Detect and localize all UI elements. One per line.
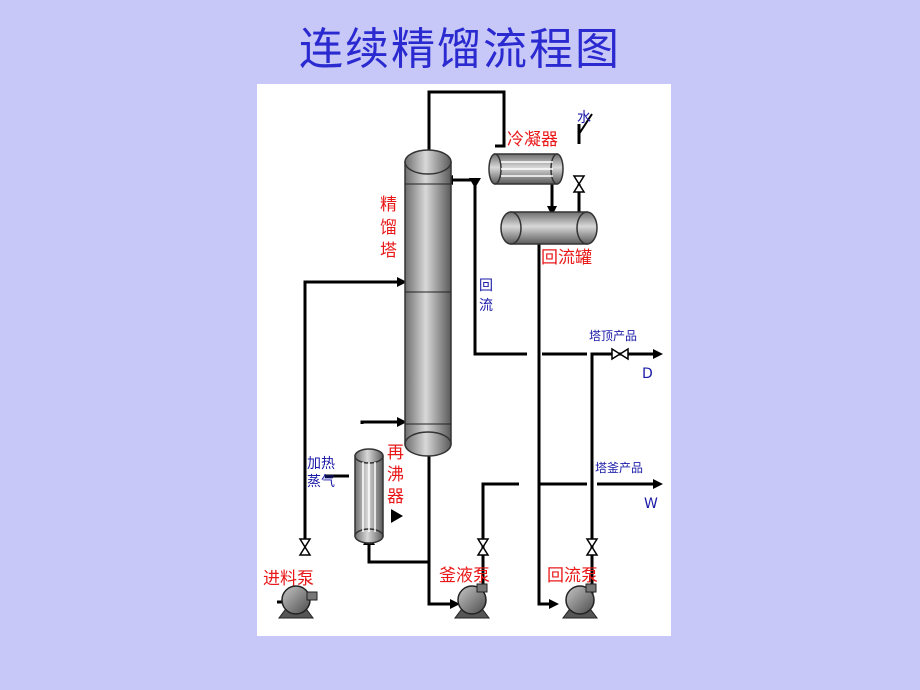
slide-title: 连续精馏流程图 [299,24,621,75]
reboiler-label-3: 器 [387,487,404,507]
process-diagram-panel: 精 馏 塔 冷凝器 回流罐 再 沸 器 进料泵 釜液泵 回流泵 水 回 流 塔顶… [257,84,671,636]
overhead-vapor-pipe [427,90,506,156]
feed-pipe [303,280,397,539]
valves [298,175,629,556]
bottom-product-label: 塔釜产品 [595,460,643,475]
water-label: 水 [577,110,591,126]
bottoms-pump-arrow [450,599,460,609]
feed-pump [278,585,318,619]
reflux-down-arrow [469,178,481,188]
reflux-drum [500,211,598,245]
water-valve [572,175,586,193]
distillation-column [404,149,452,457]
reflux-drum-label: 回流罐 [541,248,592,268]
reflux-pipe-vertical [473,180,527,356]
steam-label-1: 加热 [307,456,335,472]
reboiler-label-1: 再 [387,443,404,463]
top-product-symbol: D [642,366,653,382]
reflux-pump-arrow [549,599,559,609]
condensate-arrow [547,206,557,216]
reflux-label-2: 流 [479,298,493,314]
bottom-product-arrow [653,479,663,489]
reflux-pump [562,583,598,619]
drum-to-reflux-pump-pipe [537,244,555,606]
steam-label-2: 蒸气 [307,474,335,490]
bottoms-pump-label: 釜液泵 [439,566,490,586]
top-product-arrow [653,349,663,359]
feed-arrow [397,277,407,287]
bottoms-pump [454,583,490,619]
process-diagram: 精 馏 塔 冷凝器 回流罐 再 沸 器 进料泵 釜液泵 回流泵 水 回 流 塔顶… [263,90,663,619]
column-label-2: 馏 [380,218,397,238]
condenser-label: 冷凝器 [507,130,558,150]
reflux-pump-discharge-pipe [590,352,653,596]
bottoms-pump-discharge-pipe [481,482,519,596]
column-label-1: 精 [380,195,397,215]
top-product-valve [611,347,629,361]
feed-pump-label: 进料泵 [263,569,314,589]
reboiler-label-2: 沸 [387,465,404,485]
column-label-3: 塔 [380,241,397,261]
pipes [277,90,653,606]
column-bottom-pipe [427,452,455,606]
top-product-label: 塔顶产品 [589,329,637,343]
feed-valve [298,538,312,556]
condenser [488,113,593,185]
reflux-label-1: 回 [479,278,493,294]
reboiler-out-arrow [391,509,403,523]
reboiler-return-arrow [397,417,407,427]
bottom-product-symbol: W [644,496,658,512]
reflux-pump-valve [585,538,599,556]
reboiler [354,448,384,544]
reflux-pump-label: 回流泵 [547,566,598,586]
reboiler-return-pipe [360,420,397,424]
bottoms-valve [476,538,490,556]
